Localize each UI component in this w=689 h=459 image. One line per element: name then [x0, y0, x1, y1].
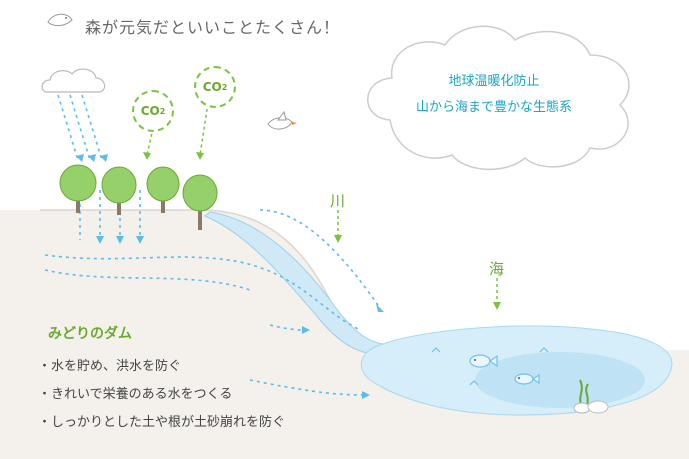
dam-section-title: みどりのダム — [48, 323, 132, 343]
co2-subscript: 2 — [222, 83, 228, 92]
sea-deep — [475, 352, 645, 408]
sea-label: 海 — [489, 258, 504, 279]
tree-icon — [102, 167, 136, 215]
bird-icon — [48, 14, 72, 25]
dam-list-item: ・しっかりとした土や根が土砂崩れを防ぐ — [38, 411, 285, 430]
cloud-text-line1: 地球温暖化防止 — [364, 70, 624, 89]
co2-subscript: 2 — [160, 107, 166, 116]
page-title: 森が元気だといいことたくさん！ — [85, 14, 340, 38]
co2-text: CO — [141, 104, 160, 118]
co2-text: CO — [203, 80, 222, 94]
dam-list-item: ・きれいで栄養のある水をつくる — [38, 383, 232, 402]
cloud-text-line2: 山から海まで豊かな生態系 — [364, 96, 624, 115]
river-label: 川 — [330, 190, 345, 211]
dam-list-item: ・水を貯め、洪水を防ぐ — [38, 355, 181, 374]
bird-icon — [268, 112, 297, 129]
rain-cloud-icon — [42, 69, 104, 92]
tree-icon — [147, 167, 179, 213]
tree-icon — [60, 165, 96, 213]
